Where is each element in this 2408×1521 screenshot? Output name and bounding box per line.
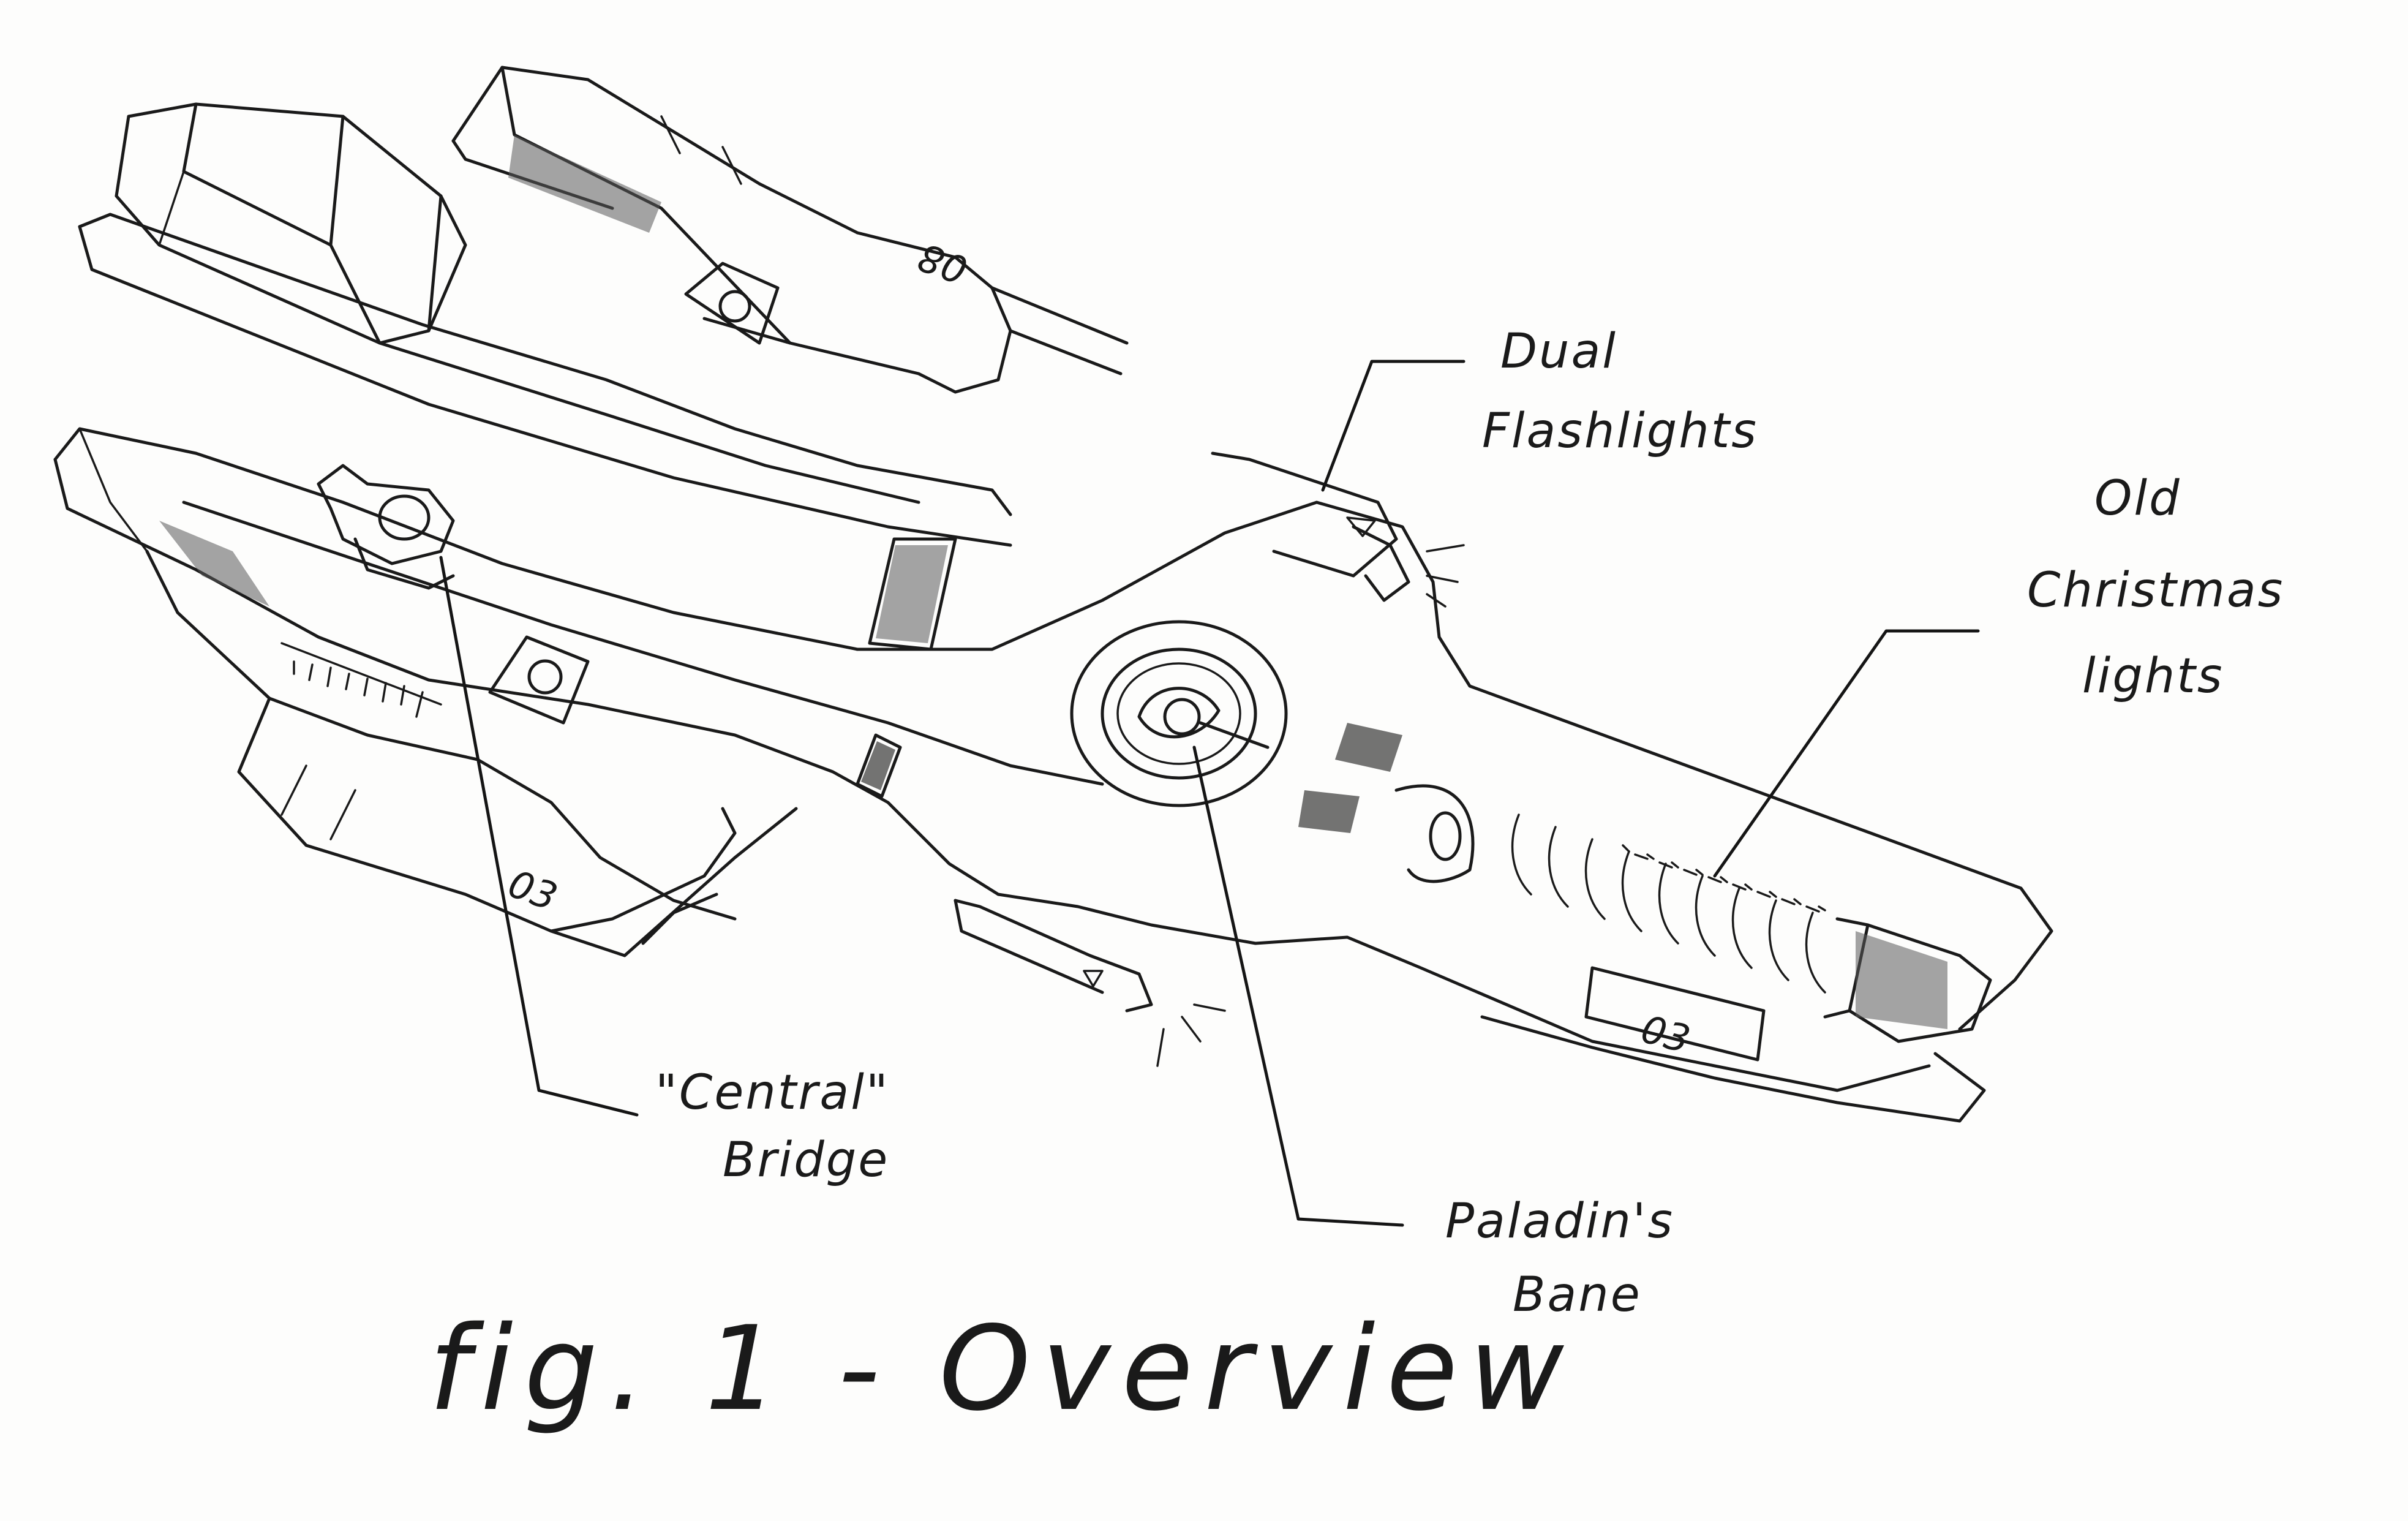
mid-clamp	[488, 262, 780, 725]
label-bane: Bane	[1513, 1267, 1642, 1323]
label-old: Old	[2094, 471, 2181, 526]
upper-left-block	[115, 102, 467, 345]
leader-dual-flashlights	[1321, 360, 1465, 492]
label-christmas: Christmas	[2027, 563, 2284, 618]
hull-number-nose: 03	[1636, 1006, 1695, 1062]
spine-collar	[856, 537, 957, 798]
label-central: "Central"	[655, 1065, 890, 1120]
label-lights: lights	[2082, 649, 2224, 704]
label-dual: Dual	[1500, 324, 1617, 379]
main-spine	[53, 427, 2053, 1092]
paladins-bane-turret	[1070, 620, 1288, 807]
leader-christmas-lights	[1713, 629, 1980, 878]
central-bridge	[317, 464, 455, 590]
upper-engine-pod	[451, 66, 1129, 394]
dual-flashlights	[1211, 451, 1465, 608]
lower-flashlight	[954, 899, 1226, 1067]
lower-hull	[145, 549, 798, 957]
hull-number-upper: 08	[912, 234, 973, 293]
forward-section	[1298, 723, 1992, 1123]
hull-number-lower: 03	[502, 861, 563, 920]
label-bridge: Bridge	[723, 1133, 889, 1188]
figure-caption: fig. 1 - Overview	[429, 1301, 1575, 1436]
label-paladins: Paladin's	[1445, 1194, 1674, 1249]
leader-central-bridge	[439, 556, 639, 1117]
upper-slab	[78, 213, 1012, 547]
label-flashlights: Flashlights	[1482, 404, 1758, 459]
leader-paladins-bane	[1192, 745, 1404, 1227]
